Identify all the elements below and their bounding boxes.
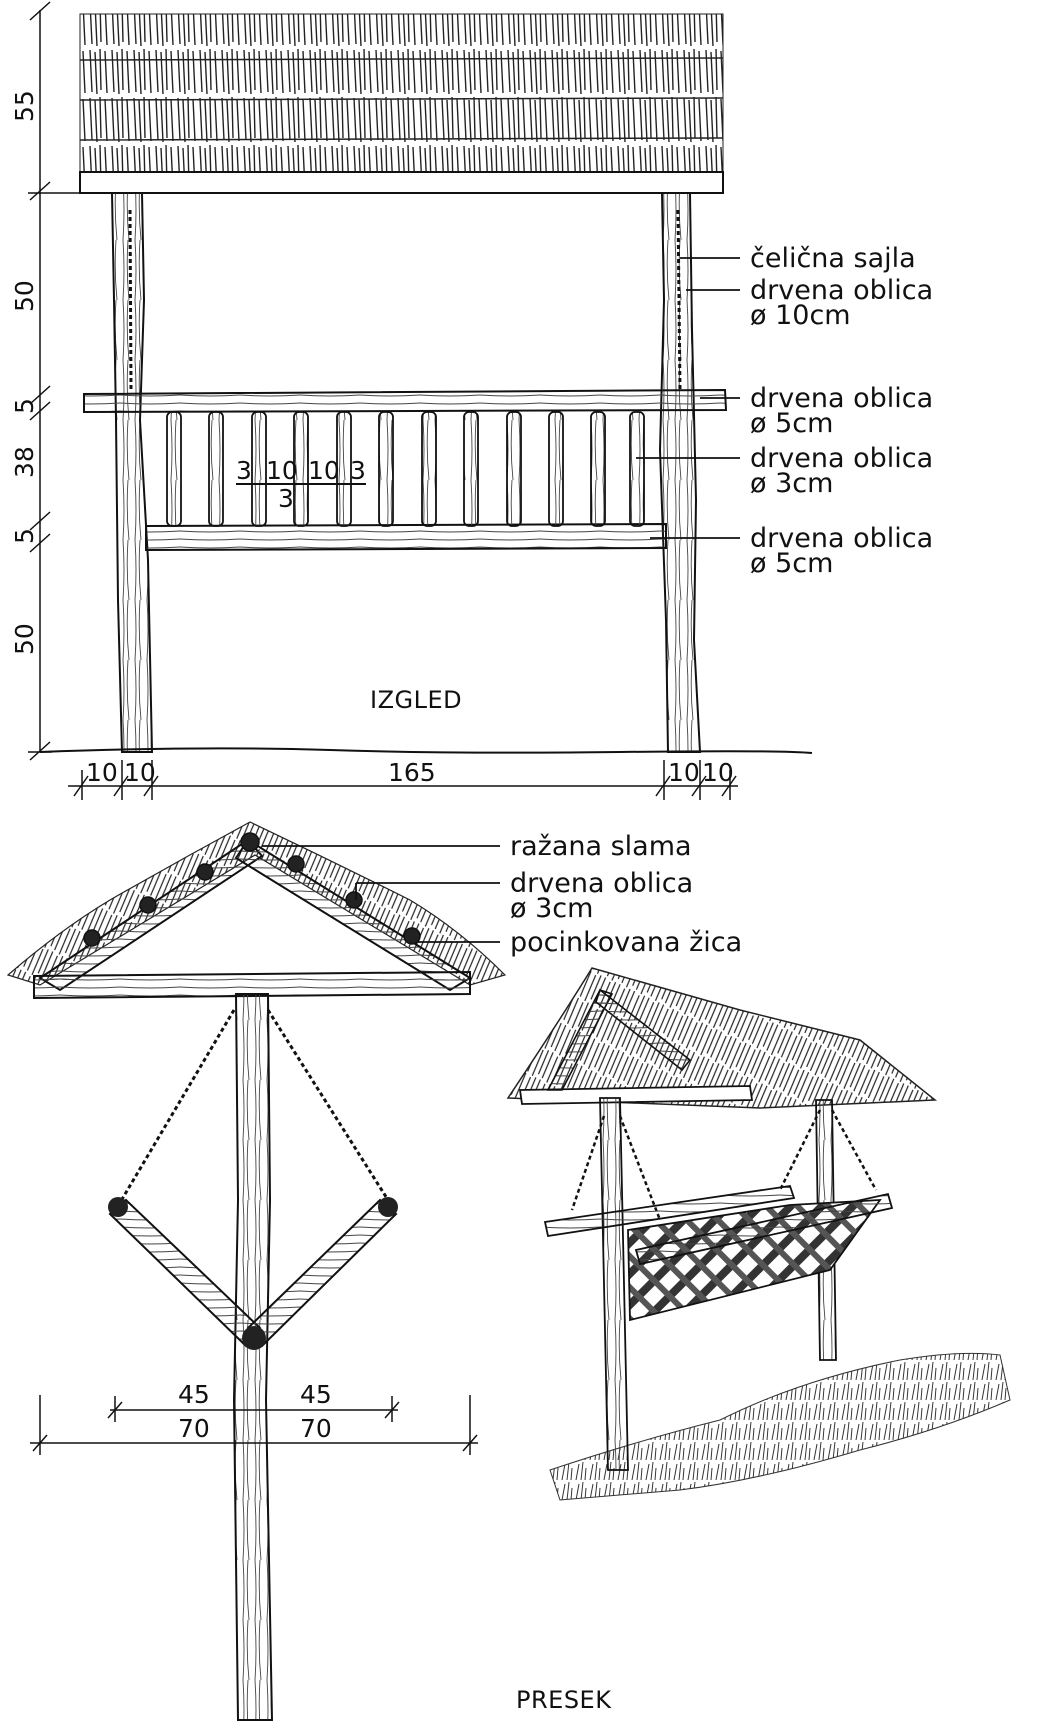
label-galvanized-wire-text: pocinkovana žica — [510, 927, 743, 958]
elevation-leader-lines — [636, 257, 740, 539]
label-log-10cm: drvena oblica ø 10cm — [750, 275, 934, 331]
elevation-left-chain — [128, 209, 133, 391]
label-log-3cm-line2: ø 3cm — [750, 468, 834, 499]
elevation-horizontal-dimension — [68, 760, 738, 800]
section-purlins — [83, 832, 421, 947]
vertical-dim-bottom-rail: 5 — [10, 528, 39, 544]
section-right-chain — [266, 1009, 390, 1201]
label-log-10cm-line2: ø 10cm — [750, 300, 851, 331]
horizontal-dim-1: 10 — [86, 758, 118, 787]
horizontal-dim-4: 10 — [668, 758, 700, 787]
spacing-dim-b: 10 — [266, 456, 298, 485]
label-log-5cm-top-line1: drvena oblica — [750, 383, 934, 414]
perspective-roof-frame — [518, 1085, 754, 1105]
section-left-arm-end — [108, 1197, 128, 1217]
elevation-top-rail — [83, 388, 728, 414]
elevation-drawing — [28, 1, 813, 800]
perspective-front-post — [599, 1097, 629, 1471]
spacing-dim-d: 3 — [350, 456, 366, 485]
label-steel-cable: čelična sajla — [750, 243, 916, 274]
perspective-feeder-rail-top — [543, 1184, 796, 1238]
elevation-ground-line — [39, 747, 813, 754]
elevation-balusters — [166, 411, 645, 527]
elevation-vertical-dimension — [28, 1, 80, 761]
section-title: PRESEK — [516, 1686, 612, 1714]
label-log-5cm-top: drvena oblica ø 5cm — [750, 383, 934, 439]
vertical-dim-top-rail: 5 — [10, 398, 39, 414]
vertical-dim-balusters: 38 — [10, 446, 39, 478]
spacing-dim-a: 3 — [236, 456, 252, 485]
label-section-log-3cm-line1: drvena oblica — [510, 868, 694, 899]
section-main-post — [232, 993, 274, 1721]
vertical-dim-lower: 50 — [10, 623, 39, 655]
perspective-ground — [549, 1352, 1011, 1501]
section-left-rafter — [38, 838, 264, 992]
section-dim-outer-left: 70 — [178, 1414, 210, 1443]
vertical-dim-upper: 50 — [10, 280, 39, 312]
elevation-bottom-rail — [145, 522, 667, 552]
label-rye-straw: ražana slama — [510, 831, 692, 862]
label-log-3cm: drvena oblica ø 3cm — [750, 443, 934, 499]
section-drawing — [6, 821, 507, 1721]
horizontal-dim-2: 10 — [124, 758, 156, 787]
elevation-thatch-roof — [79, 13, 724, 175]
section-dimension-lines — [30, 1395, 478, 1455]
section-dim-inner-left: 45 — [178, 1380, 210, 1409]
label-galvanized-wire: pocinkovana žica — [510, 927, 743, 958]
horizontal-dim-main: 165 — [388, 758, 436, 787]
elevation-left-post — [110, 192, 154, 753]
spacing-dim-c: 10 — [308, 456, 340, 485]
label-steel-cable-text: čelična sajla — [750, 243, 916, 274]
label-log-3cm-line1: drvena oblica — [750, 443, 934, 474]
section-dim-outer-right: 70 — [300, 1414, 332, 1443]
section-right-rafter — [234, 838, 472, 992]
perspective-feeder-lattice — [627, 1198, 882, 1322]
label-log-5cm-bottom: drvena oblica ø 5cm — [750, 523, 934, 579]
label-log-5cm-top-line2: ø 5cm — [750, 408, 834, 439]
section-tie-beam — [33, 970, 471, 1000]
elevation-roof-beam — [79, 171, 724, 194]
label-log-10cm-line1: drvena oblica — [750, 275, 934, 306]
label-log-5cm-bottom-line2: ø 5cm — [750, 548, 834, 579]
perspective-feeder-rail-front — [634, 1192, 894, 1266]
label-rye-straw-text: ražana slama — [510, 831, 692, 862]
section-arm-joint — [242, 1326, 266, 1350]
perspective-drawing — [506, 967, 1011, 1501]
spacing-dim-e: 3 — [278, 484, 294, 513]
horizontal-dim-5: 10 — [702, 758, 734, 787]
section-left-chain — [116, 1009, 236, 1207]
label-section-log-3cm: drvena oblica ø 3cm — [510, 868, 694, 924]
label-log-5cm-bottom-line1: drvena oblica — [750, 523, 934, 554]
elevation-title: IZGLED — [370, 686, 463, 714]
section-leader-lines — [262, 845, 500, 943]
elevation-right-chain — [676, 209, 682, 391]
section-right-arm-end — [378, 1197, 398, 1217]
section-dim-inner-right: 45 — [300, 1380, 332, 1409]
vertical-dim-roof: 55 — [10, 90, 39, 122]
label-section-log-3cm-line2: ø 3cm — [510, 893, 594, 924]
